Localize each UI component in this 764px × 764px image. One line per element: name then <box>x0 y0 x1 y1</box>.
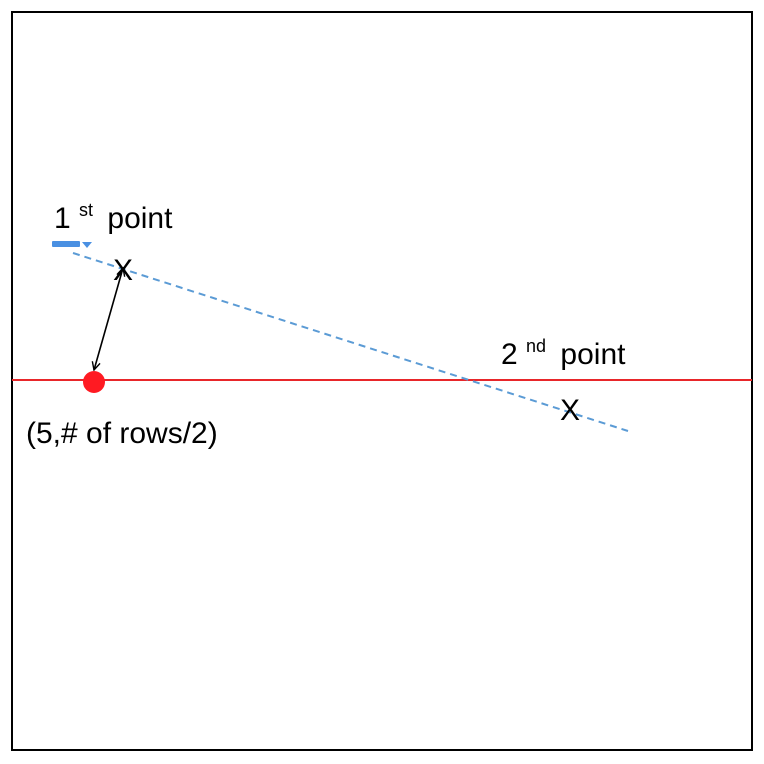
handle-dropdown-icon <box>82 242 92 248</box>
first-point-label: 1 st point <box>54 190 173 235</box>
fitted-line-dashed <box>72 252 629 432</box>
first-point-word: point <box>107 202 173 235</box>
second-point-label: 2 nd point <box>501 326 626 371</box>
distance-arrow <box>94 268 123 370</box>
second-point-number: 2 <box>501 338 518 371</box>
second-point-word: point <box>560 338 626 371</box>
first-point-suffix: st <box>79 200 93 220</box>
red-point-label: (5,# of rows/2) <box>26 417 218 450</box>
second-point-marker: X <box>560 394 580 427</box>
line-handle[interactable] <box>52 241 80 247</box>
first-point-number: 1 <box>54 202 71 235</box>
first-point-marker: X <box>113 254 133 287</box>
red-point <box>83 371 105 393</box>
second-point-suffix: nd <box>526 336 546 356</box>
